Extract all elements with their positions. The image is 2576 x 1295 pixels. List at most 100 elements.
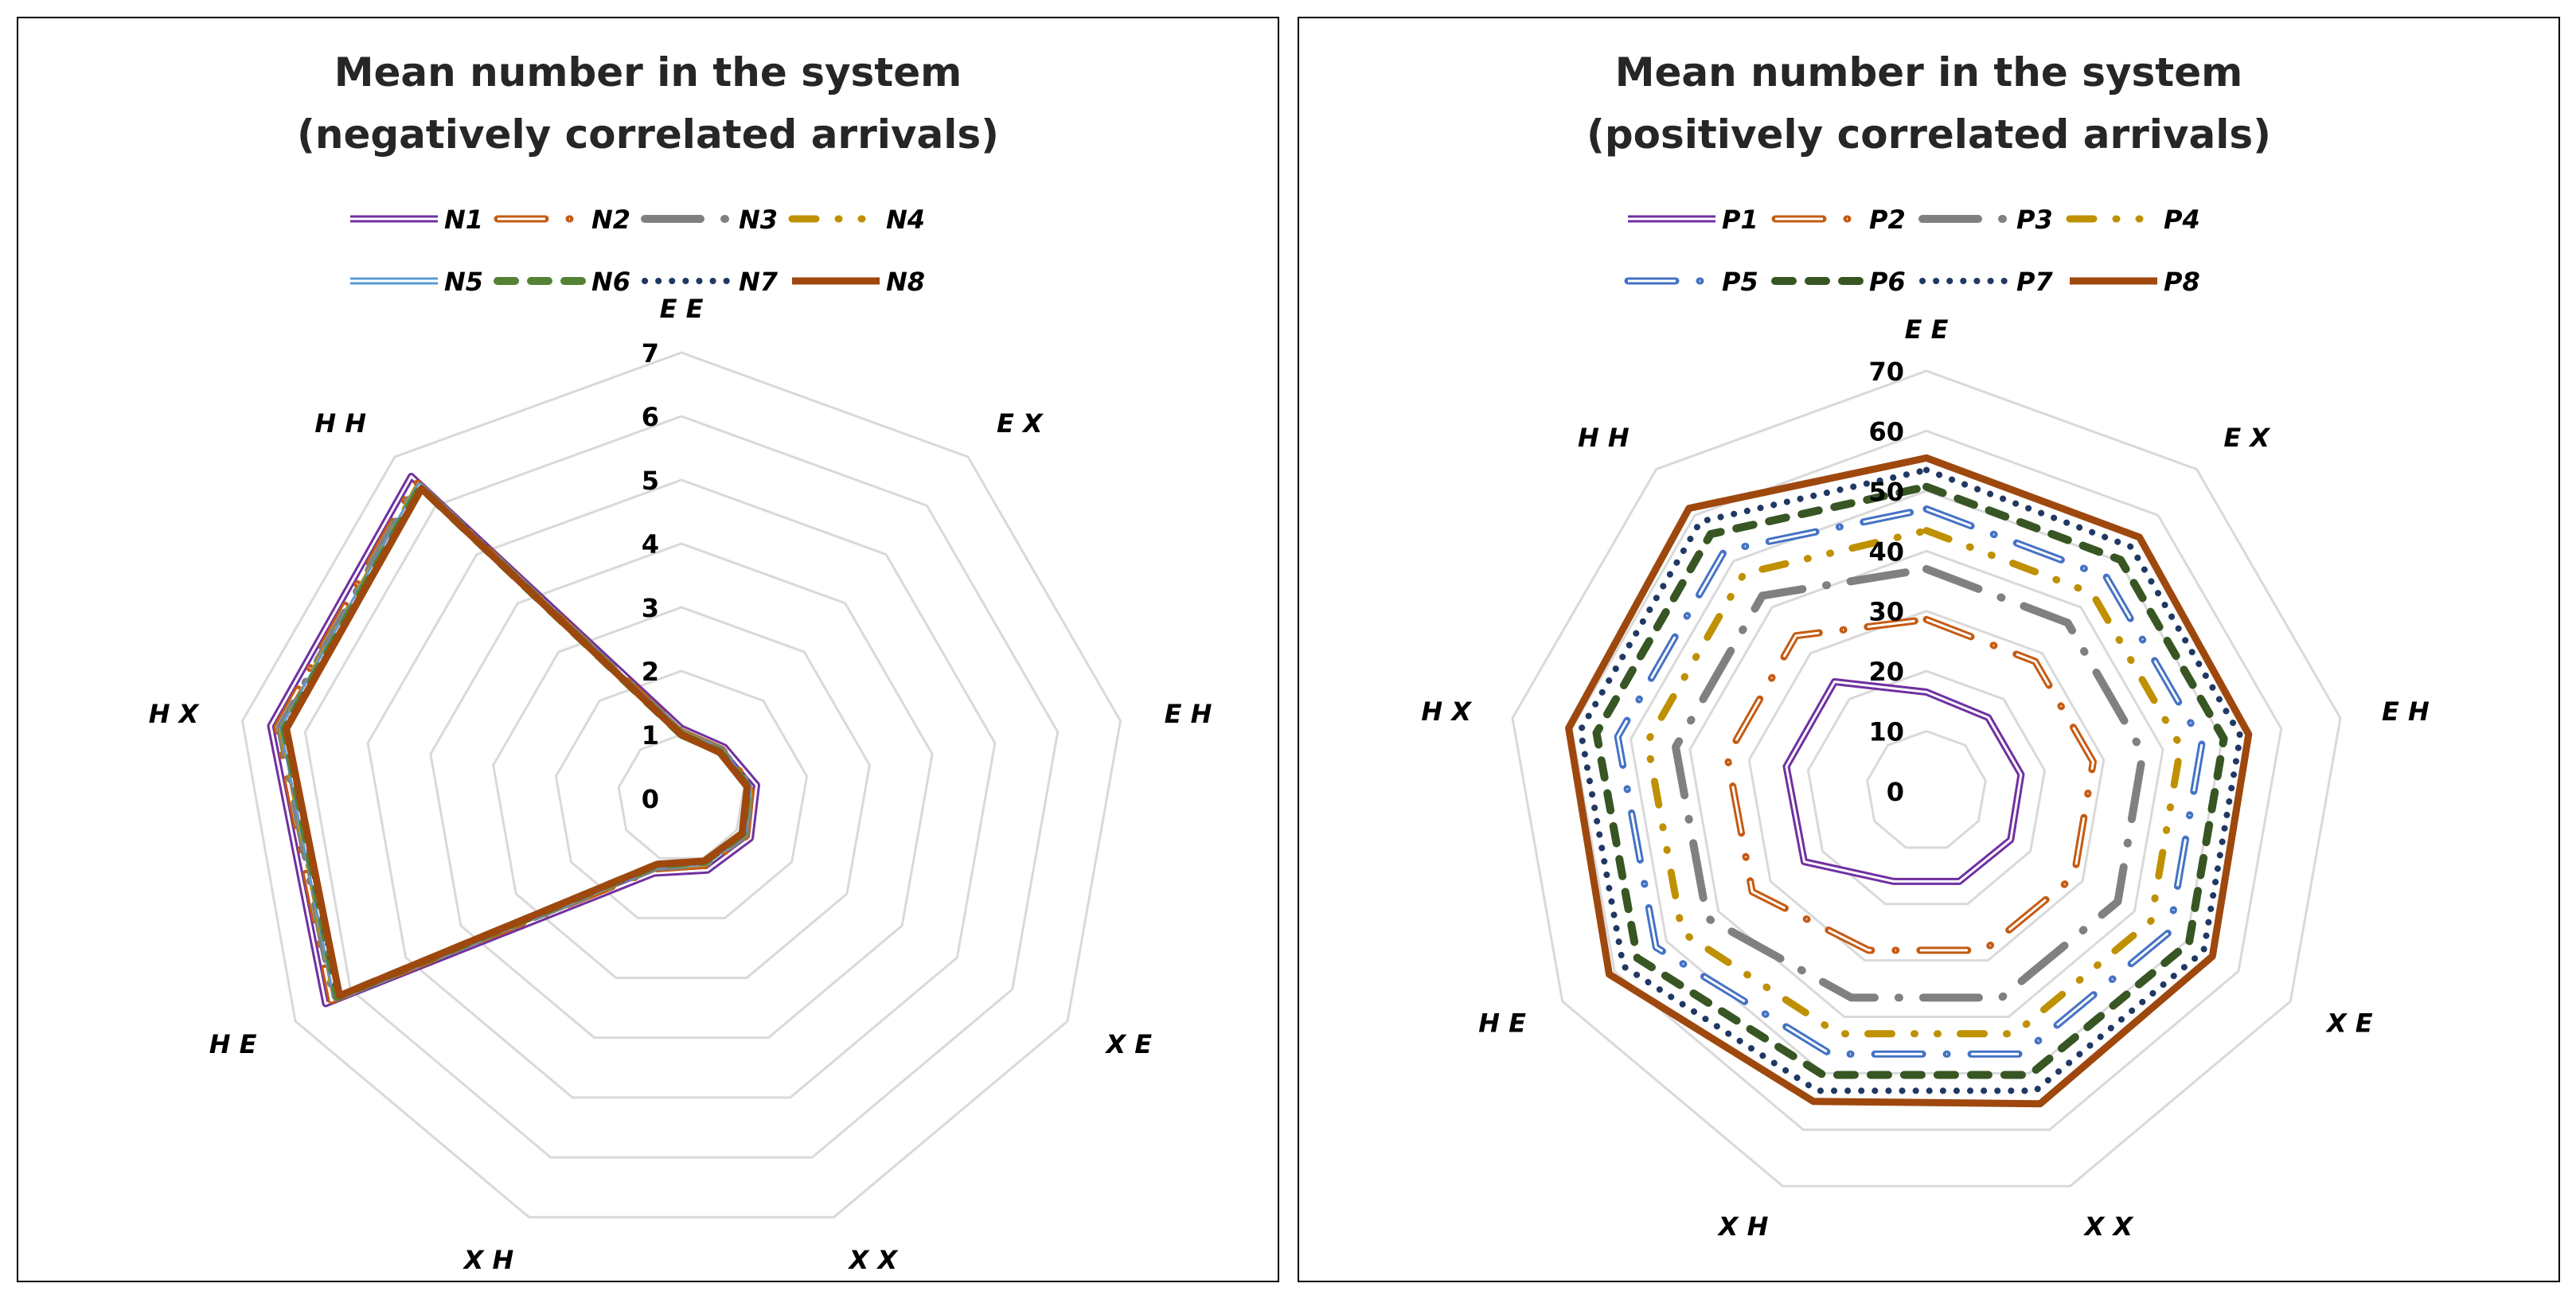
series-line-P5-inner	[1616, 508, 2203, 1055]
series-P7	[1577, 466, 2244, 1094]
gridline-ring	[366, 478, 997, 1099]
gridline-ring	[429, 542, 934, 1040]
gridline-ring	[1747, 610, 2106, 962]
legend-item-P1[interactable]: P1	[1628, 205, 1758, 235]
legend-item-P4[interactable]: P4	[2066, 205, 2200, 235]
tick-label: 0	[642, 784, 659, 814]
series-N8	[283, 485, 751, 1000]
axis-label: X E	[2325, 1008, 2373, 1038]
legend-label: P4	[2164, 205, 2200, 235]
legend-item-P5[interactable]: P5	[1624, 267, 1758, 297]
gridline-ring	[1688, 549, 2164, 1018]
legend-item-N8[interactable]: N8	[792, 267, 925, 297]
tick-label: 0	[1887, 777, 1904, 807]
legend-item-N1[interactable]: N1	[350, 205, 483, 235]
series-P4	[1643, 527, 2184, 1038]
left-chart-panel	[17, 17, 1279, 1282]
axis-label: H E	[209, 1029, 257, 1059]
legend-item-P2[interactable]: P2	[1771, 205, 1906, 235]
axis-label: H X	[1421, 696, 1472, 727]
tick-label: 3	[642, 593, 659, 623]
gridline-ring	[240, 351, 1122, 1219]
legend-item-N6[interactable]: N6	[494, 267, 630, 297]
legend-label: N5	[444, 267, 483, 297]
legend-item-P7[interactable]: P7	[1919, 267, 2053, 297]
legend-item-N4[interactable]: N4	[788, 205, 925, 235]
gridline-ring	[1866, 730, 1987, 849]
axis-label: H X	[149, 699, 200, 729]
series-P2	[1723, 615, 2097, 954]
legend-label: P7	[2016, 267, 2053, 297]
legend-label: P1	[1722, 205, 1758, 235]
axis-label: H H	[314, 408, 366, 439]
gridline-ring	[492, 606, 871, 979]
legend-label: N1	[444, 205, 483, 235]
series-line-P8	[1565, 454, 2253, 1108]
series-line-N1-inner	[269, 475, 758, 1005]
legend-label: N8	[886, 267, 925, 297]
axis-label: X X	[2083, 1211, 2134, 1242]
legend-label: P3	[2016, 205, 2053, 235]
legend-item-P6[interactable]: P6	[1771, 267, 1906, 297]
tick-label: 70	[1868, 357, 1904, 387]
chart-title-line: (positively correlated arrivals)	[1587, 111, 2271, 158]
series-line-P1-inner	[1785, 681, 2023, 883]
axis-label: X H	[463, 1245, 514, 1275]
legend-label: P8	[2164, 267, 2200, 297]
tick-label: 2	[642, 657, 659, 687]
tick-label: 1	[642, 720, 659, 751]
series-line-P4	[1643, 527, 2184, 1038]
tick-label: 5	[642, 466, 659, 496]
legend-label: N6	[591, 267, 630, 297]
legend-label: P5	[1722, 267, 1758, 297]
series-line-N8	[283, 485, 751, 1000]
legend-item-N5[interactable]: N5	[350, 267, 483, 297]
radar-chart-2: Mean number in the system (positively cor…	[1421, 49, 2430, 1242]
gridline-ring	[303, 415, 1060, 1159]
gridline-ring	[1806, 669, 2047, 906]
tick-label: 10	[1868, 717, 1904, 747]
axis-spoke	[1926, 470, 2196, 791]
series-line-P6	[1592, 482, 2228, 1079]
legend-label: N4	[886, 205, 925, 235]
axis-label: H H	[1578, 423, 1630, 453]
axis-label: X E	[1104, 1029, 1152, 1059]
tick-label: 20	[1868, 657, 1904, 687]
legend-item-P3[interactable]: P3	[1918, 205, 2053, 235]
radar-chart-1: Mean number in the system (negatively cor…	[149, 49, 1212, 1275]
legend-label: N3	[739, 205, 778, 235]
series-N1	[267, 473, 760, 1008]
tick-label: 60	[1868, 416, 1904, 447]
legend-item-N3[interactable]: N3	[641, 205, 778, 235]
legend-item-N7[interactable]: N7	[642, 267, 779, 297]
series-P5	[1614, 505, 2206, 1058]
tick-label: 4	[642, 529, 659, 560]
series-line-P3	[1672, 564, 2147, 1002]
chart-title-line: Mean number in the system	[334, 49, 962, 96]
legend-item-P8[interactable]: P8	[2070, 267, 2200, 297]
gridline-ring	[1511, 369, 2342, 1188]
axis-spoke	[1563, 791, 1926, 1001]
legend-item-N2[interactable]: N2	[494, 205, 630, 235]
tick-label: 50	[1868, 477, 1904, 507]
axis-label: E E	[660, 294, 704, 324]
tick-label: 7	[642, 338, 659, 369]
series-P1	[1782, 678, 2025, 885]
axis-label: E X	[2223, 423, 2270, 453]
legend-label: P2	[1869, 205, 1906, 235]
axis-label: X H	[1717, 1211, 1769, 1242]
series-P3	[1672, 564, 2147, 1002]
gridline-ring	[554, 669, 809, 919]
legend-label: N7	[739, 267, 779, 297]
chart-title-line: Mean number in the system	[1615, 49, 2242, 96]
axis-label: E X	[997, 408, 1044, 439]
tick-label: 40	[1868, 536, 1904, 567]
legend-label: P6	[1869, 267, 1906, 297]
axis-label: X X	[848, 1245, 899, 1275]
axis-spoke	[243, 721, 681, 798]
right-chart-panel	[1298, 17, 2560, 1282]
chart-title-line: (negatively correlated arrivals)	[297, 111, 999, 158]
series-P6	[1592, 482, 2228, 1079]
axis-label: E H	[1165, 699, 1212, 729]
